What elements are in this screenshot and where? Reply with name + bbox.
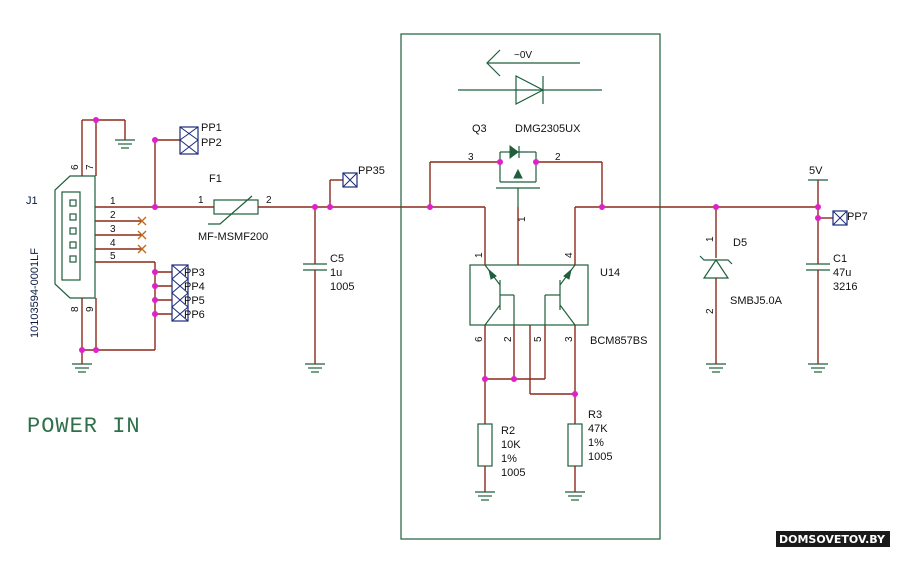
junction-dots bbox=[79, 117, 821, 397]
svg-text:2: 2 bbox=[266, 195, 272, 206]
svg-text:~0V: ~0V bbox=[514, 50, 532, 61]
svg-text:2: 2 bbox=[705, 308, 716, 314]
u14-dual-transistor: U14 BCM857BS 1 4 6 2 5 3 bbox=[469, 207, 647, 347]
u14-bottom-wires bbox=[484, 325, 576, 424]
no-connect-marks bbox=[137, 216, 147, 254]
svg-text:2: 2 bbox=[503, 336, 514, 342]
svg-text:1005: 1005 bbox=[330, 281, 354, 293]
pp2-label: PP2 bbox=[201, 137, 222, 149]
j1-inner bbox=[61, 191, 81, 281]
q3-mosfet: Q3 DMG2305UX 3 2 1 bbox=[429, 123, 603, 222]
svg-text:3: 3 bbox=[468, 152, 474, 163]
svg-text:D5: D5 bbox=[733, 237, 747, 249]
svg-text:3: 3 bbox=[564, 336, 575, 342]
svg-text:7: 7 bbox=[85, 164, 96, 170]
svg-text:BCM857BS: BCM857BS bbox=[590, 335, 647, 347]
r3-resistor: R3 47K 1% 1005 bbox=[565, 409, 612, 501]
svg-text:PP35: PP35 bbox=[358, 165, 385, 177]
svg-text:C1: C1 bbox=[833, 253, 847, 265]
r2-resistor: R2 10K 1% 1005 bbox=[475, 423, 525, 501]
watermark: DOMSOVETOV.BY bbox=[776, 531, 890, 547]
svg-text:R2: R2 bbox=[501, 425, 515, 437]
j1-pin-numbers: 1 2 3 4 5 6 7 8 9 bbox=[70, 164, 116, 312]
svg-text:1%: 1% bbox=[501, 453, 517, 465]
pp4-label: PP4 bbox=[184, 281, 205, 293]
j1-connector: J1 10103594-0001LF bbox=[26, 175, 96, 338]
svg-text:DMG2305UX: DMG2305UX bbox=[515, 123, 581, 135]
svg-text:1005: 1005 bbox=[588, 451, 612, 463]
ground-j1-top bbox=[115, 139, 135, 149]
svg-text:3: 3 bbox=[110, 224, 116, 235]
svg-text:1: 1 bbox=[110, 196, 116, 207]
page-title: POWER IN bbox=[27, 414, 141, 439]
svg-text:DOMSOVETOV.BY: DOMSOVETOV.BY bbox=[779, 533, 886, 546]
j1-body bbox=[54, 175, 96, 299]
svg-text:C5: C5 bbox=[330, 253, 344, 265]
svg-text:5V: 5V bbox=[809, 165, 823, 177]
svg-text:3216: 3216 bbox=[833, 281, 857, 293]
svg-text:1u: 1u bbox=[330, 267, 342, 279]
svg-text:4: 4 bbox=[564, 252, 575, 258]
f1-ref: F1 bbox=[209, 173, 222, 185]
svg-text:2: 2 bbox=[555, 152, 561, 163]
svg-text:1: 1 bbox=[474, 252, 485, 258]
svg-text:47u: 47u bbox=[833, 267, 851, 279]
svg-text:9: 9 bbox=[85, 306, 96, 312]
pp35: PP35 bbox=[329, 165, 385, 207]
svg-text:5: 5 bbox=[533, 336, 544, 342]
rail-5v: 5V PP7 bbox=[808, 165, 868, 264]
svg-text:1005: 1005 bbox=[501, 467, 525, 479]
svg-text:1: 1 bbox=[705, 236, 716, 242]
pp5-label: PP5 bbox=[184, 295, 205, 307]
c5-capacitor: C5 1u 1005 bbox=[303, 207, 354, 373]
svg-text:1: 1 bbox=[517, 216, 528, 222]
svg-text:47K: 47K bbox=[588, 423, 608, 435]
j1-part: 10103594-0001LF bbox=[29, 248, 41, 338]
d5-tvs-diode: D5 SMBJ5.0A 1 2 bbox=[699, 207, 783, 373]
svg-text:U14: U14 bbox=[600, 267, 620, 279]
f1-part: MF-MSMF200 bbox=[198, 231, 268, 243]
c1-capacitor: C1 47u 3216 bbox=[806, 253, 857, 373]
svg-text:5: 5 bbox=[110, 251, 116, 262]
j1-ref: J1 bbox=[26, 195, 38, 207]
ideal-diode-block bbox=[400, 33, 661, 540]
svg-text:PP7: PP7 bbox=[847, 211, 868, 223]
svg-text:4: 4 bbox=[110, 238, 116, 249]
svg-text:6: 6 bbox=[474, 336, 485, 342]
svg-text:2: 2 bbox=[110, 210, 116, 221]
svg-text:10K: 10K bbox=[501, 439, 521, 451]
ground-j1-bottom bbox=[72, 350, 92, 373]
svg-text:6: 6 bbox=[70, 164, 81, 170]
svg-text:SMBJ5.0A: SMBJ5.0A bbox=[730, 295, 783, 307]
pp3-label: PP3 bbox=[184, 267, 205, 279]
svg-text:8: 8 bbox=[70, 306, 81, 312]
pp6-label: PP6 bbox=[184, 309, 205, 321]
f1-fuse: F1 1 2 MF-MSMF200 bbox=[197, 173, 430, 243]
testpoints-left: PP1 PP2 PP3 PP4 PP5 PP6 bbox=[154, 122, 222, 322]
direction-hint: ~0V bbox=[458, 49, 602, 105]
svg-text:1%: 1% bbox=[588, 437, 604, 449]
pp1-label: PP1 bbox=[201, 122, 222, 134]
svg-text:Q3: Q3 bbox=[472, 123, 487, 135]
svg-text:1: 1 bbox=[198, 195, 204, 206]
svg-text:R3: R3 bbox=[588, 409, 602, 421]
